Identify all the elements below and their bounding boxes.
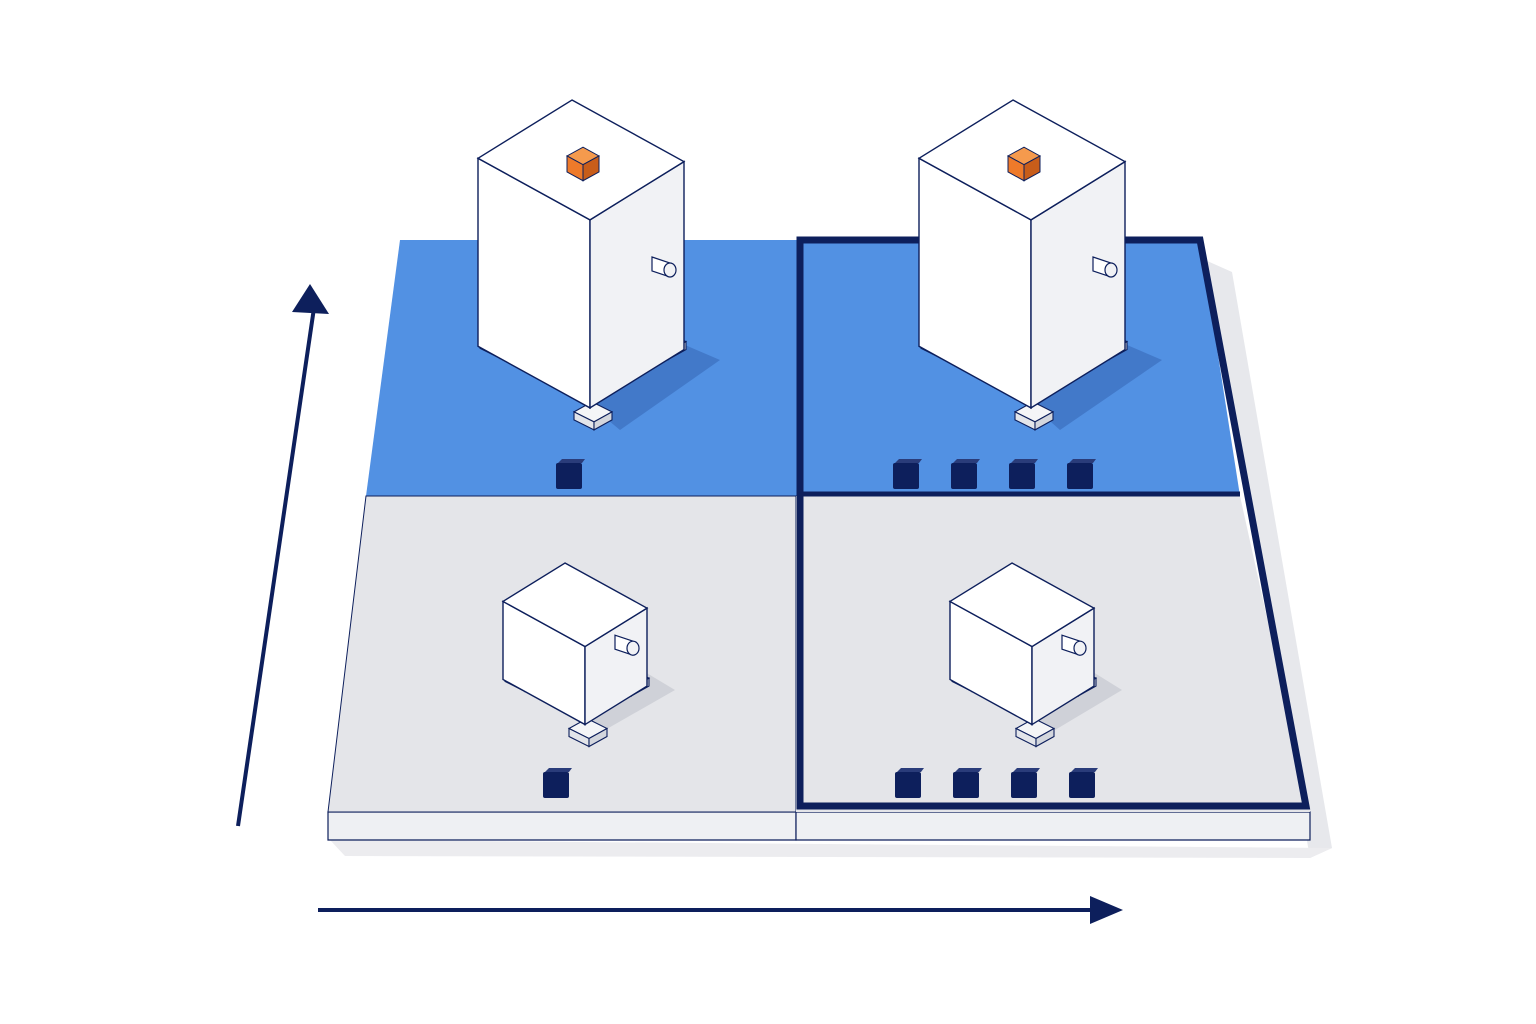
unit-block xyxy=(1067,463,1093,489)
unit-block xyxy=(951,463,977,489)
unit-block-top xyxy=(558,459,585,463)
machine-foot-front xyxy=(588,727,608,748)
indicator-cube-right xyxy=(1023,155,1041,182)
unit-block-top xyxy=(1011,459,1038,463)
machine-top-face xyxy=(948,562,1096,648)
unit-block xyxy=(1069,772,1095,798)
machine-shadow-bottom-left xyxy=(580,672,675,730)
unit-block-top xyxy=(1013,768,1040,772)
machine-shadow-top-right xyxy=(1032,345,1162,430)
machine-bottom-left-short xyxy=(501,562,651,748)
machine-foot-front xyxy=(1035,727,1055,748)
unit-block-top xyxy=(955,768,982,772)
unit-block xyxy=(1011,772,1037,798)
unit-block xyxy=(953,772,979,798)
unit-block xyxy=(556,463,582,489)
machine-bottom-right-short xyxy=(948,562,1098,748)
y-axis-line xyxy=(236,307,316,827)
unit-block xyxy=(895,772,921,798)
unit-block xyxy=(543,772,569,798)
platform-shadow xyxy=(1205,260,1332,858)
unit-block-top xyxy=(953,459,980,463)
unit-block xyxy=(893,463,919,489)
x-axis-arrowhead xyxy=(1090,896,1123,924)
platform-edge-left xyxy=(327,811,797,841)
unit-block-top xyxy=(897,768,924,772)
unit-block-top xyxy=(1071,768,1098,772)
machine-top-face xyxy=(501,562,649,648)
machine-foot-front xyxy=(593,410,613,431)
machine-port-end xyxy=(1104,262,1118,278)
indicator-cube-right xyxy=(582,155,600,182)
unit-block-top xyxy=(895,459,922,463)
unit-block-top xyxy=(545,768,572,772)
machine-port-end xyxy=(663,262,677,278)
machine-top-left-tall xyxy=(476,99,688,431)
machine-shadow-top-left xyxy=(590,345,720,430)
platform-edge-right xyxy=(795,811,1311,841)
unit-block xyxy=(1009,463,1035,489)
platform-shadow-bottom xyxy=(330,840,1332,858)
machine-top-right-tall xyxy=(917,99,1129,431)
machine-port-end xyxy=(626,640,640,656)
unit-block-top xyxy=(1069,459,1096,463)
machine-foot-front xyxy=(1034,410,1054,431)
machine-port-end xyxy=(1073,640,1087,656)
machine-shadow-bottom-right xyxy=(1030,672,1122,730)
y-axis-arrowhead xyxy=(292,284,329,314)
